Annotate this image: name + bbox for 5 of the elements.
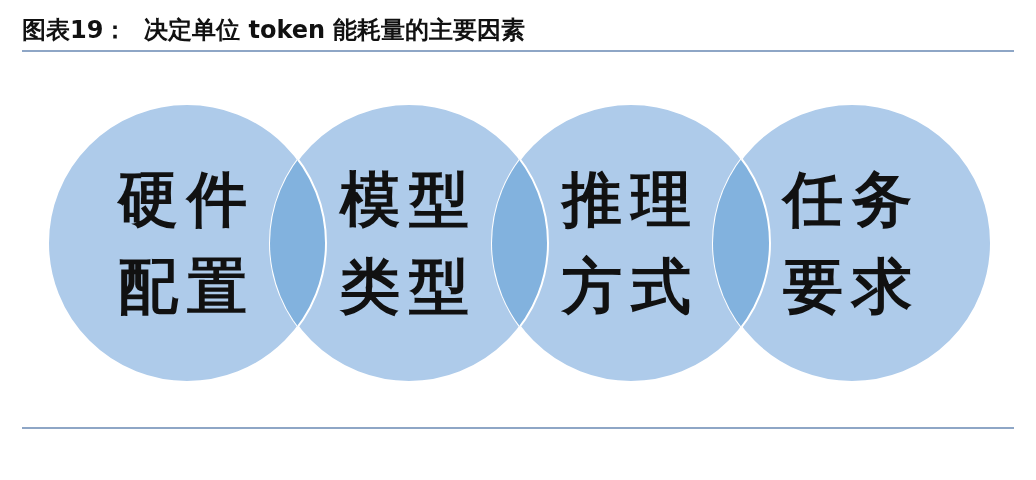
circle-label: 模型类型	[340, 163, 478, 323]
circle-label: 任务要求	[783, 163, 921, 323]
chart-title: 图表19： 决定单位 token 能耗量的主要因素	[22, 15, 526, 46]
circle-label: 推理方式	[562, 163, 700, 323]
circle-label: 硬件配置	[118, 163, 256, 323]
